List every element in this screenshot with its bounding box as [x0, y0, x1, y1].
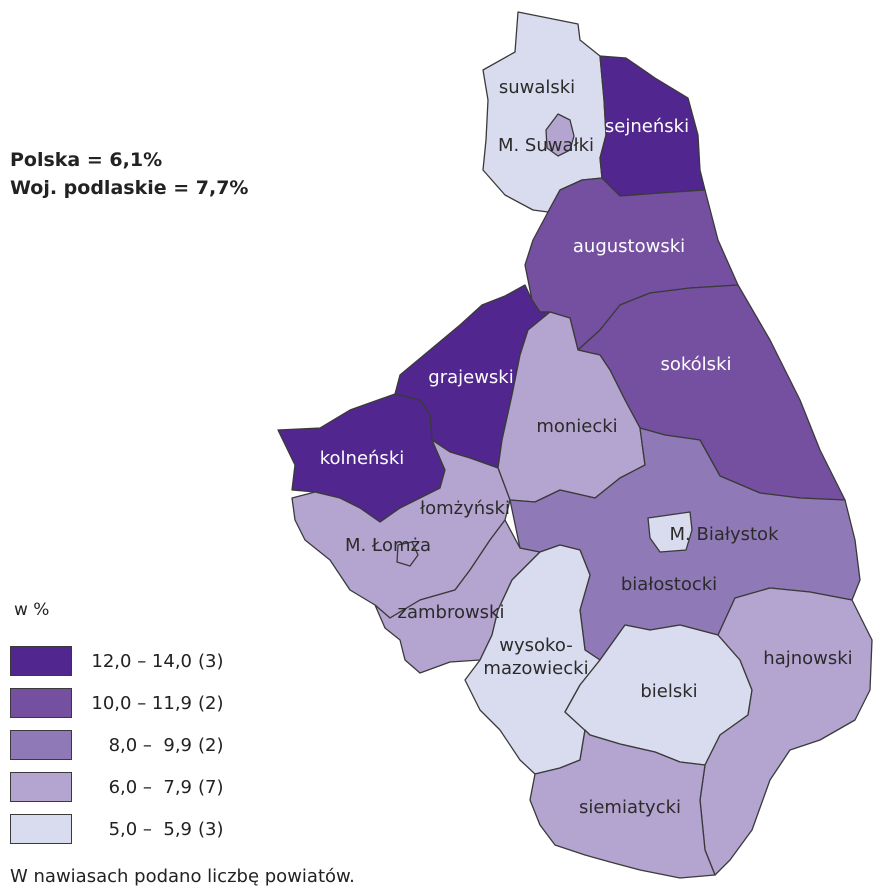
region-lomzynski[interactable] [291, 439, 511, 619]
legend-swatch [10, 730, 72, 760]
label-augustowski: augustowski [573, 236, 685, 257]
label-m-lomza: M. Łomża [345, 535, 431, 556]
legend-title: w % [14, 600, 50, 620]
region-siemiatycki[interactable] [529, 729, 716, 879]
label-bialostocki: białostocki [621, 574, 717, 595]
legend-item: 8,0 – 9,9 (2) [10, 724, 224, 766]
label-moniecki: moniecki [536, 416, 617, 437]
label-siemiatycki: siemiatycki [579, 797, 681, 818]
legend-swatch [10, 772, 72, 802]
legend: 12,0 – 14,0 (3) 10,0 – 11,9 (2) 8,0 – 9,… [10, 640, 224, 850]
legend-range: 5,0 – 5,9 [108, 818, 192, 840]
region-m-bialystok[interactable] [647, 511, 693, 553]
legend-swatch [10, 688, 72, 718]
label-bielski: bielski [640, 681, 697, 702]
legend-swatch [10, 646, 72, 676]
label-sejnenski: sejneński [605, 116, 689, 137]
region-m-lomza[interactable] [396, 541, 419, 567]
label-m-suwalki: M. Suwałki [498, 135, 594, 156]
summary-block: Polska = 6,1% Woj. podlaskie = 7,7% [10, 146, 248, 202]
legend-item: 5,0 – 5,9 (3) [10, 808, 224, 850]
label-lomzynski: łomżyński [420, 498, 510, 519]
label-kolnenski: kolneński [320, 448, 405, 469]
summary-voivodeship: Woj. podlaskie = 7,7% [10, 177, 249, 199]
label-hajnowski: hajnowski [763, 648, 852, 669]
label-wysokomazowiecki-line2: mazowiecki [483, 658, 588, 679]
legend-range: 6,0 – 7,9 [108, 776, 192, 798]
summary-poland: Polska = 6,1% [10, 149, 163, 171]
label-m-bialystok: M. Białystok [670, 524, 780, 545]
label-zambrowski: zambrowski [398, 602, 505, 623]
region-hajnowski[interactable] [699, 587, 873, 876]
legend-item: 12,0 – 14,0 (3) [10, 640, 224, 682]
legend-count: (7) [198, 776, 224, 798]
footnote: W nawiasach podano liczbę powiatów. [10, 866, 355, 887]
label-sokolski: sokólski [661, 354, 732, 375]
label-grajewski: grajewski [428, 367, 513, 388]
legend-range: 10,0 – 11,9 [91, 692, 192, 714]
label-wysokomazowiecki-line1: wysoko- [499, 635, 572, 656]
legend-swatch [10, 814, 72, 844]
legend-item: 10,0 – 11,9 (2) [10, 682, 224, 724]
legend-item: 6,0 – 7,9 (7) [10, 766, 224, 808]
legend-count: (2) [198, 734, 224, 756]
legend-range: 12,0 – 14,0 [91, 650, 192, 672]
legend-range: 8,0 – 9,9 [108, 734, 192, 756]
region-m-suwalki[interactable] [545, 113, 575, 157]
legend-count: (3) [198, 650, 224, 672]
legend-count: (3) [198, 818, 224, 840]
label-suwalski: suwalski [499, 77, 575, 98]
legend-count: (2) [198, 692, 224, 714]
